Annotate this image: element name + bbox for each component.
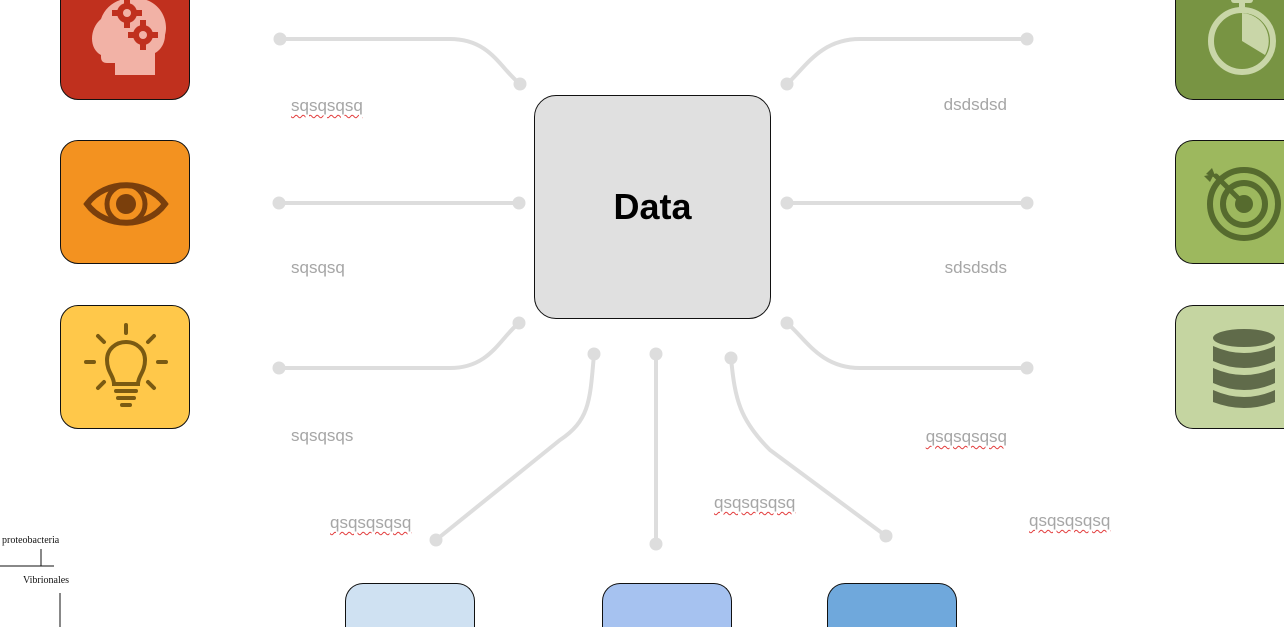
label-left-2[interactable]: sqsqsq: [291, 258, 345, 277]
connector-bottom-right: [729, 356, 888, 538]
connector-right-3: [785, 321, 1029, 370]
tile-bottom-blue[interactable]: [827, 583, 957, 627]
label-bottom-left[interactable]: qsqsqsqsq: [330, 513, 412, 532]
tree-sketch-lines: [0, 549, 61, 627]
stopwatch-icon: [1208, 0, 1276, 75]
data-hub-box[interactable]: Data: [534, 95, 771, 319]
connector-dot: [879, 529, 893, 543]
label-right-1[interactable]: dsdsdsd: [943, 95, 1007, 114]
connector-dot: [1020, 32, 1034, 46]
tile-database[interactable]: [1175, 305, 1284, 429]
tile-bottom-light-blue[interactable]: [345, 583, 475, 627]
hub-title: Data: [613, 186, 692, 227]
tile-stopwatch[interactable]: [1175, 0, 1284, 100]
connector-dot: [273, 32, 287, 46]
tile-lightbulb[interactable]: [60, 305, 190, 429]
label-bottom-center[interactable]: qsqsqsqsq: [714, 493, 796, 512]
database-icon: [1213, 329, 1275, 408]
tile-eye[interactable]: [60, 140, 190, 264]
connector-dot: [1020, 196, 1034, 210]
connector-dot: [272, 361, 286, 375]
connector-dot: [513, 77, 527, 91]
connector-dot: [429, 533, 443, 547]
target-icon: [1204, 167, 1281, 241]
eye-icon: [83, 182, 169, 226]
tree-node-proteobacteria: proteobacteria: [2, 535, 60, 546]
brain-gears-icon: [92, 0, 166, 75]
connector-dot: [1020, 361, 1034, 375]
connector-dot: [724, 351, 738, 365]
label-right-2[interactable]: sdsdsds: [944, 258, 1007, 277]
tile-bottom-mid-blue[interactable]: [602, 583, 732, 627]
lightbulb-icon: [84, 323, 168, 407]
connector-dot: [587, 347, 601, 361]
label-far-right[interactable]: qsqsqsqsq: [1029, 511, 1111, 530]
connector-left-1: [278, 37, 522, 86]
connector-bottom-left: [434, 352, 596, 542]
connector-dot: [649, 537, 663, 551]
tile-brain-gears[interactable]: [60, 0, 190, 100]
label-right-3[interactable]: qsqsqsqsq: [925, 427, 1007, 446]
connector-dot: [512, 196, 526, 210]
connector-dot: [272, 196, 286, 210]
connector-dot: [649, 347, 663, 361]
connector-dot: [780, 196, 794, 210]
connector-dot: [512, 316, 526, 330]
connector-left-3: [277, 321, 521, 370]
label-left-3[interactable]: sqsqsqs: [291, 426, 354, 445]
connector-dot: [780, 316, 794, 330]
connector-right-1: [785, 37, 1029, 86]
connector-dot: [780, 77, 794, 91]
tree-node-vibrionales: Vibrionales: [23, 575, 70, 586]
tile-target[interactable]: [1175, 140, 1284, 264]
label-left-1[interactable]: sqsqsqsq: [291, 96, 363, 115]
